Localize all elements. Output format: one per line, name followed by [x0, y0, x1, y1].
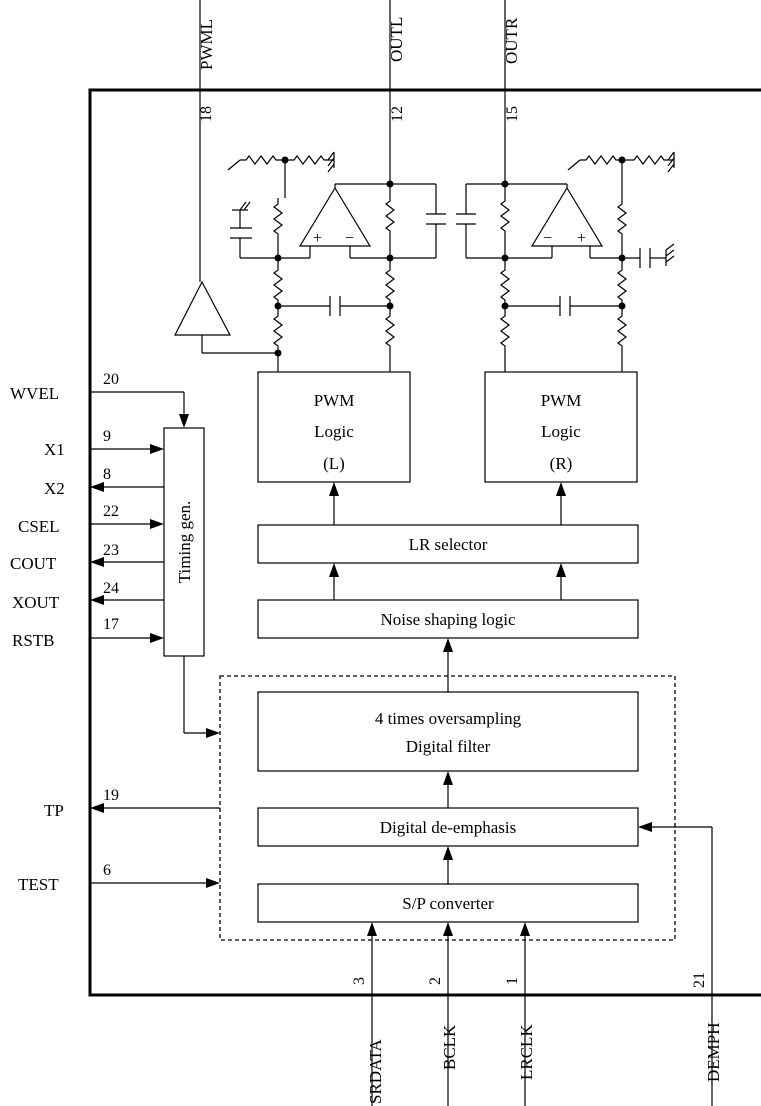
pwm-logic-left-line3: (L) — [323, 454, 345, 473]
pin-xout: XOUT 24 — [12, 580, 164, 612]
pwm-logic-right: PWM Logic (R) — [484, 371, 638, 483]
pin-number-pwml: 18 — [198, 106, 215, 122]
analog-output-left: + − — [174, 151, 446, 372]
opamp-minus: − — [543, 230, 552, 247]
ground-icon — [665, 243, 675, 266]
pin-number-tp: 19 — [103, 787, 119, 804]
oversampling-filter: 4 times oversampling Digital filter — [257, 691, 639, 772]
pin-number-bclk: 2 — [427, 977, 444, 985]
pwm-logic-right-line3: (R) — [550, 454, 573, 473]
noise-shaping-logic: Noise shaping logic — [257, 599, 639, 639]
capacitor-icon — [230, 227, 252, 239]
capacitor-icon — [559, 296, 571, 316]
pin-rstb: RSTB 17 — [12, 616, 164, 650]
pin-name-outl: OUTL — [387, 17, 406, 62]
capacitor-icon — [456, 213, 476, 225]
pin-name-xout: XOUT — [12, 593, 60, 612]
pin-outr: OUTR 15 — [502, 0, 521, 184]
pin-name-rstb: RSTB — [12, 631, 55, 650]
pin-name-csel: CSEL — [18, 517, 60, 536]
pin-pwml: PWML 18 — [197, 0, 216, 282]
pin-test: TEST 6 — [18, 862, 220, 894]
pin-number-outl: 12 — [389, 106, 406, 122]
pin-name-srdata: SRDATA — [366, 1039, 385, 1104]
pin-name-x2: X2 — [44, 479, 65, 498]
pin-number-lrclk: 1 — [504, 977, 521, 985]
ground-icon — [232, 201, 251, 211]
digital-de-emphasis: Digital de-emphasis — [257, 807, 639, 847]
opamp-left: + − — [298, 186, 372, 247]
pin-number-x1: 9 — [103, 428, 111, 445]
pwm-logic-left-line2: Logic — [314, 422, 354, 441]
lr-selector: LR selector — [257, 524, 639, 564]
pin-number-outr: 15 — [504, 106, 521, 122]
pin-name-bclk: BCLK — [440, 1024, 459, 1070]
pin-x2: X2 8 — [44, 466, 164, 498]
pin-number-rstb: 17 — [103, 616, 119, 633]
pin-number-cout: 23 — [103, 542, 119, 559]
pwm-logic-right-line2: Logic — [541, 422, 581, 441]
pin-number-xout: 24 — [103, 580, 119, 597]
pin-tp: TP 19 — [44, 787, 220, 820]
ground-icon — [667, 151, 675, 173]
pin-name-test: TEST — [18, 875, 59, 894]
pwm-logic-left: PWM Logic (L) — [257, 371, 411, 483]
opamp-minus: − — [345, 230, 354, 247]
pin-number-srdata: 3 — [351, 977, 368, 985]
opamp-plus: + — [313, 230, 322, 247]
pin-cout: COUT 23 — [10, 542, 164, 573]
pin-lrclk: 1 LRCLK — [504, 922, 536, 1106]
de-emphasis-label: Digital de-emphasis — [380, 818, 516, 837]
pin-name-lrclk: LRCLK — [517, 1024, 536, 1080]
pin-bclk: 2 BCLK — [427, 922, 459, 1106]
oversampling-line1: 4 times oversampling — [375, 709, 522, 728]
pin-srdata: 3 SRDATA — [351, 922, 385, 1106]
pin-name-outr: OUTR — [502, 17, 521, 64]
pin-number-demph: 21 — [691, 972, 708, 988]
pwm-logic-right-line1: PWM — [541, 391, 582, 410]
pwm-logic-left-line1: PWM — [314, 391, 355, 410]
pin-number-csel: 22 — [103, 503, 119, 520]
pin-name-pwml: PWML — [197, 19, 216, 70]
lr-selector-label: LR selector — [409, 535, 488, 554]
pin-number-wvel: 20 — [103, 371, 119, 388]
analog-output-right: − + — [456, 151, 675, 372]
pin-demph: 21 DEMPH — [638, 822, 723, 1106]
pin-number-test: 6 — [103, 862, 111, 879]
pin-name-wvel: WVEL — [10, 384, 59, 403]
timing-generator: Timing gen. — [163, 427, 205, 657]
chip-outline — [88, 88, 761, 997]
pin-csel: CSEL 22 — [18, 503, 164, 536]
pin-name-demph: DEMPH — [704, 1022, 723, 1082]
noise-shaping-label: Noise shaping logic — [380, 610, 515, 629]
opamp-plus: + — [577, 230, 586, 247]
opamp-right: − + — [530, 186, 604, 247]
pin-name-tp: TP — [44, 801, 64, 820]
buffer-left — [174, 280, 231, 336]
pin-name-x1: X1 — [44, 440, 65, 459]
pin-name-cout: COUT — [10, 554, 57, 573]
sp-converter-label: S/P converter — [402, 894, 494, 913]
oversampling-line2: Digital filter — [406, 737, 491, 756]
ground-icon — [327, 151, 335, 173]
signal-arrows — [329, 482, 566, 808]
pin-x1: X1 9 — [44, 428, 164, 459]
pin-number-x2: 8 — [103, 466, 111, 483]
pin-wvel: WVEL 20 — [10, 371, 189, 428]
capacitor-icon — [639, 248, 651, 268]
capacitor-icon — [426, 213, 446, 225]
timing-gen-label: Timing gen. — [175, 501, 194, 584]
pin-outl: OUTL 12 — [387, 0, 406, 184]
capacitor-icon — [329, 296, 341, 316]
sp-converter: S/P converter — [257, 883, 639, 923]
